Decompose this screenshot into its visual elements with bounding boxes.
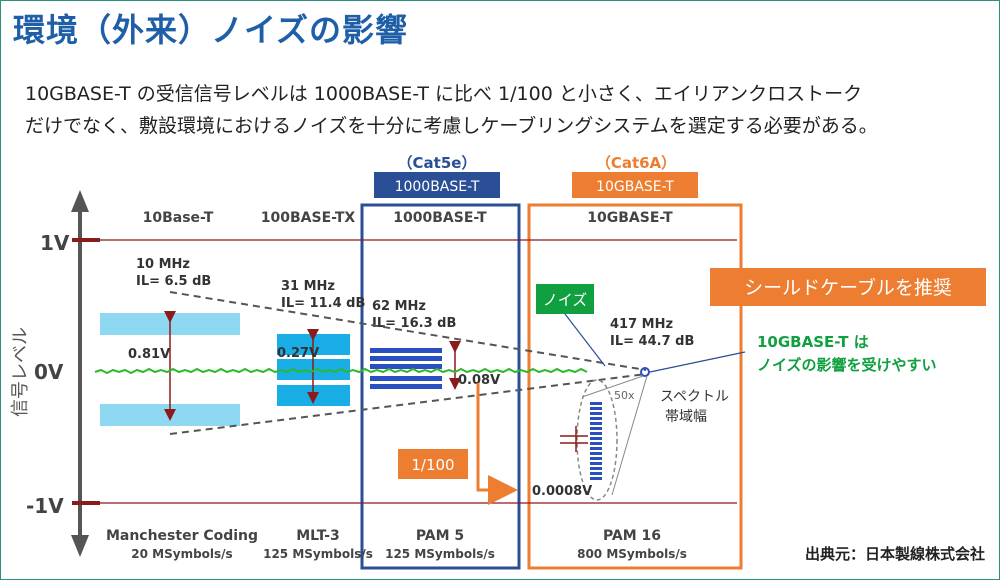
zoom-ellipse <box>576 379 618 501</box>
recommend-label: シールドケーブルを推奨 <box>744 276 952 299</box>
std-name-100base-tx: 100BASE-TX <box>261 210 356 226</box>
noise-badge <box>536 284 594 314</box>
rate-1000base-t: 125 MSymbols/s <box>385 547 495 561</box>
tick-1v: 1V <box>40 231 70 255</box>
coding-100base-tx: MLT-3 <box>296 528 340 544</box>
y-axis-arrow-up <box>71 190 89 212</box>
amp-10gbase-t: 0.0008V <box>532 484 592 499</box>
rate-100base-tx: 125 MSymbols/s <box>263 547 373 561</box>
noise-line <box>94 367 588 375</box>
cat5e-label: （Cat5e） <box>398 154 477 172</box>
amp-100base-tx: 0.27V <box>277 346 319 361</box>
warning-line1: 10GBASE-T は <box>757 333 869 351</box>
zoom-factor: 50x <box>614 389 635 402</box>
cat6a-label: （Cat6A） <box>596 154 676 172</box>
il-10base-t: IL= 6.5 dB <box>136 274 211 289</box>
cat5e-badge-label: 1000BASE-T <box>395 179 480 195</box>
il-1000base-t: IL= 16.3 dB <box>372 316 456 331</box>
std-name-10gbase-t: 10GBASE-T <box>587 210 673 226</box>
noise-label: ノイズ <box>543 291 588 309</box>
freq-1000base-t: 62 MHz <box>372 299 426 314</box>
envelope-upper <box>169 291 647 371</box>
warning-line2: ノイズの影響を受けやすい <box>757 356 937 374</box>
noise-pointer <box>564 313 606 367</box>
warning-pointer <box>649 351 746 373</box>
signal-bars-10gbase-t <box>590 402 602 480</box>
intro-text-line1: 10GBASE-T の受信信号レベルは 1000BASE-T に比べ 1/100… <box>25 83 863 105</box>
cat6a-badge <box>572 172 698 198</box>
freq-100base-tx: 31 MHz <box>281 279 335 294</box>
freq-10base-t: 10 MHz <box>136 257 190 272</box>
freq-10gbase-t: 417 MHz <box>610 317 673 332</box>
envelope-lower <box>169 373 647 435</box>
source-credit: 出典元：日本製線株式会社 <box>805 545 985 563</box>
intro-text-line2: だけでなく、敷設環境におけるノイズを十分に考慮しケーブリングシステムを選定する必… <box>25 115 878 137</box>
page-title: 環境（外来）ノイズの影響 <box>13 11 409 49</box>
cat6a-badge-label: 10GBASE-T <box>596 179 674 195</box>
amp-10base-t: 0.81V <box>128 347 170 362</box>
coding-10base-t: Manchester Coding <box>106 528 258 544</box>
il-100base-tx: IL= 11.4 dB <box>281 296 365 311</box>
cat6a-frame <box>527 203 743 570</box>
y-axis-label: 信号レベル <box>10 327 31 417</box>
signal-point-10gbase-t <box>640 367 650 377</box>
std-name-1000base-t: 1000BASE-T <box>393 210 487 226</box>
recommend-badge <box>710 268 986 306</box>
amp-1000base-t: 0.08V <box>458 373 500 388</box>
il-10gbase-t: IL= 44.7 dB <box>610 334 694 349</box>
rate-10base-t: 20 MSymbols/s <box>131 547 232 561</box>
cat5e-badge <box>374 172 500 198</box>
std-name-10base-t: 10Base-T <box>143 210 214 226</box>
cat5e-frame <box>360 203 521 570</box>
x-axis-label-line1: スペクトル <box>660 389 729 405</box>
x-axis-label-line2: 帯域幅 <box>665 409 707 425</box>
tick-minus-1v: -1V <box>26 494 64 518</box>
signal-bars-1000base-t <box>370 348 442 389</box>
y-axis-arrow-down <box>71 535 89 557</box>
tick-0v: 0V <box>34 360 64 384</box>
coding-10gbase-t: PAM 16 <box>603 528 661 544</box>
coding-1000base-t: PAM 5 <box>416 528 464 544</box>
rate-10gbase-t: 800 MSymbols/s <box>577 547 687 561</box>
ratio-label: 1/100 <box>411 456 454 474</box>
ratio-arrow <box>476 383 518 505</box>
ratio-badge <box>398 449 468 479</box>
